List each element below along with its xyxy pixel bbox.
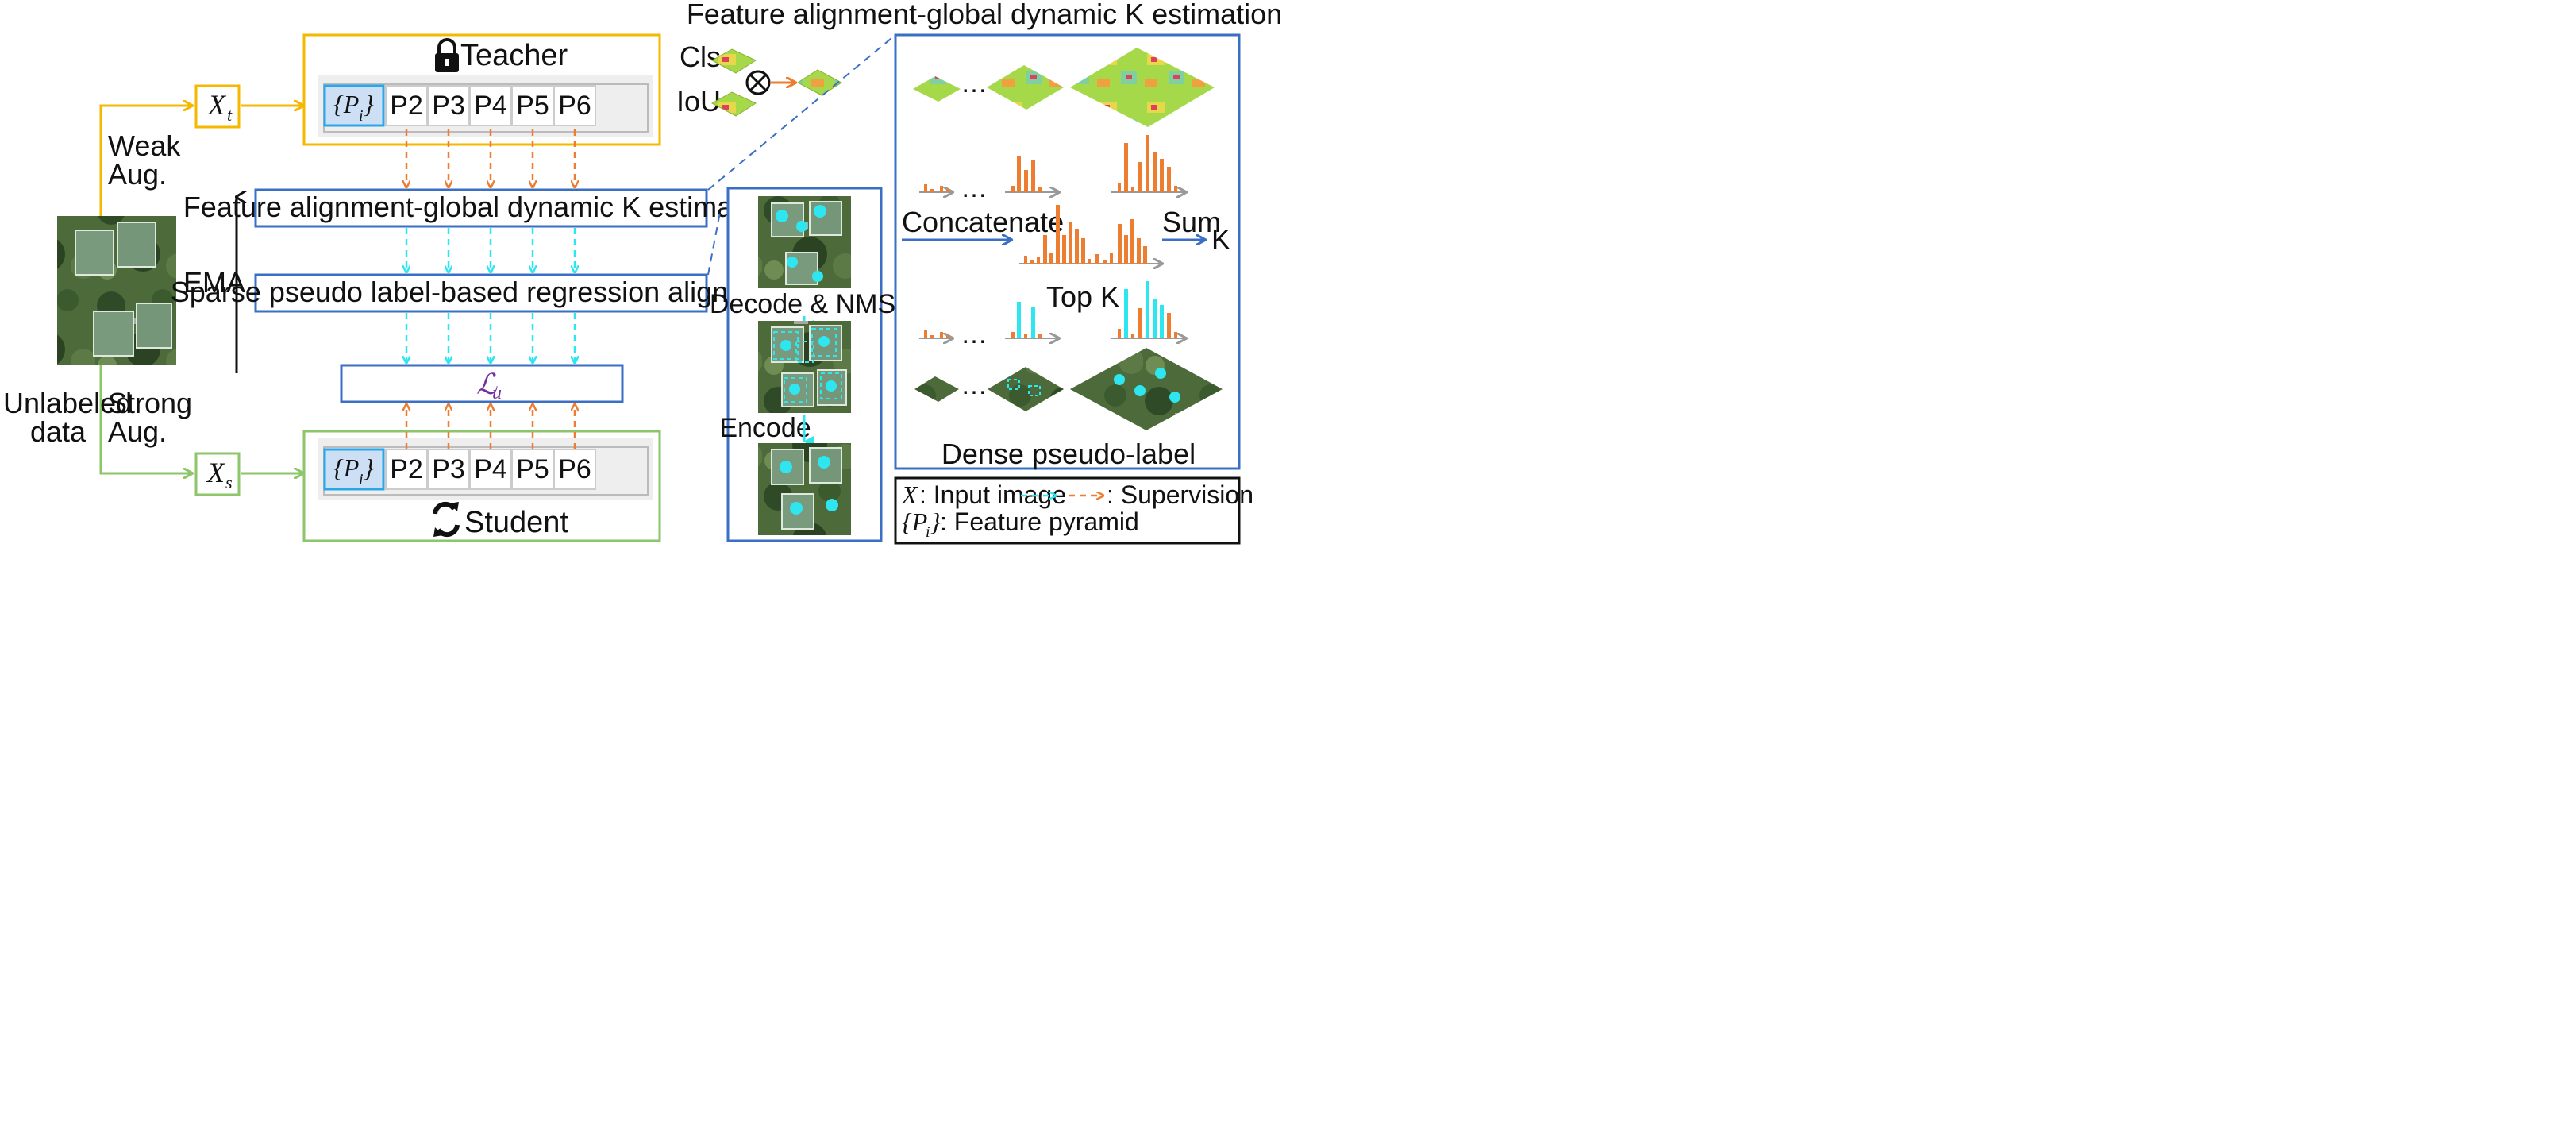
strong-aug-label-2: Aug.: [108, 415, 167, 448]
iou-label: IoU: [676, 85, 721, 118]
x-t-box: X t: [194, 84, 241, 129]
heatmap-row: …: [913, 48, 1215, 127]
svg-text:i: i: [926, 523, 930, 541]
svg-text:…: …: [961, 370, 988, 400]
fagdk-to-sprla-arrows: [406, 228, 575, 272]
teacher-label: Teacher: [460, 39, 568, 72]
ema-label: EMA: [183, 266, 245, 299]
teacher-level-p4: [469, 85, 512, 126]
unlabeled-data-label-2: data: [30, 415, 87, 448]
student-supervision-arrows: [406, 404, 575, 449]
teacher-level-p3: [427, 85, 470, 126]
fagdk-panel-title: Feature alignment-global dynamic K estim…: [687, 0, 1282, 30]
weak-aug-label-2: Aug.: [108, 158, 167, 191]
weak-aug-path: [99, 106, 303, 216]
k-label: K: [1211, 223, 1230, 256]
concatenate-label: Concatenate: [902, 206, 1064, 238]
strong-aug-label-1: Strong: [108, 387, 192, 419]
teacher-pyramid: {P i } P2 P3 P4 P5 P6: [318, 75, 653, 137]
class-score-histograms: …: [919, 135, 1186, 203]
student-p6-label: P6: [558, 454, 591, 484]
weak-aug-label-1: Weak: [108, 129, 181, 162]
strong-aug-path: [99, 365, 303, 473]
svg-text:s: s: [225, 472, 233, 492]
sprla-label: Sparse pseudo label-based regression ali…: [171, 276, 792, 308]
zoom-connector-middle: [707, 207, 722, 276]
svg-text:X: X: [206, 89, 227, 121]
teacher-level-p5: [511, 85, 554, 126]
svg-text:…: …: [961, 173, 988, 203]
unlabeled-data-label-1: Unlabeled: [3, 387, 132, 419]
concatenated-histogram: [1019, 205, 1162, 264]
legend-supervision: : Supervision: [1107, 480, 1253, 509]
teacher-level-p6: [553, 85, 596, 126]
fagdk-module: [254, 188, 708, 228]
loss-box: [340, 364, 624, 403]
zoom-connector-top: [707, 34, 896, 191]
svg-text:i: i: [359, 107, 364, 125]
legend-input-image: X : Input image: [900, 480, 1066, 509]
cls-heatmap: [710, 48, 757, 74]
teacher-p5-label: P5: [516, 91, 549, 121]
teacher-p3-label: P3: [432, 91, 465, 121]
legend-box: [894, 476, 1241, 545]
svg-text:}: }: [364, 90, 374, 118]
svg-text:…: …: [961, 319, 988, 349]
student-label: Student: [464, 506, 568, 539]
iou-heatmap: [710, 91, 757, 117]
teacher-pyramid-set: [323, 84, 385, 127]
student-level-p3: [427, 449, 470, 490]
sprla-module: [254, 273, 708, 313]
student-pyramid-set: [323, 448, 385, 491]
student-p3-label: P3: [432, 454, 465, 484]
loss-label: ℒ: [476, 368, 498, 400]
multiply-icon: [745, 70, 771, 95]
top-k-histograms: …: [919, 281, 1186, 349]
fagdk-label: Feature alignment-global dynamic K estim…: [183, 191, 779, 223]
svg-text:: Input image: : Input image: [919, 480, 1066, 509]
student-p2-label: P2: [390, 454, 423, 484]
svg-text:: Feature pyramid: : Feature pyramid: [940, 507, 1139, 536]
svg-text:}: }: [930, 507, 941, 536]
student-p5-label: P5: [516, 454, 549, 484]
svg-text:i: i: [359, 471, 364, 488]
teacher-supervision-arrows: [406, 129, 575, 187]
lock-icon: [435, 38, 459, 72]
student-level-p6: [553, 449, 596, 490]
teacher-p2-label: P2: [390, 91, 423, 121]
pseudo-label-image-1: [758, 196, 851, 288]
unlabeled-input-image: [57, 216, 176, 365]
student-level-p4: [469, 449, 512, 490]
student-pyramid: {P i } P2 P3 P4 P5 P6: [318, 438, 653, 500]
teacher-p4-label: P4: [474, 91, 507, 121]
decode-nms-label: Decode & NMS: [710, 289, 895, 319]
svg-text:{P: {P: [333, 453, 359, 482]
x-s-box: X s: [194, 452, 241, 496]
dense-pseudo-label-caption: Dense pseudo-label: [941, 438, 1196, 470]
cls-label: Cls: [680, 40, 721, 73]
sum-label: Sum: [1162, 206, 1221, 238]
fused-heatmap: [797, 69, 842, 96]
svg-text:{P: {P: [333, 90, 359, 118]
sync-icon: [433, 501, 460, 538]
svg-text:{P: {P: [902, 507, 927, 536]
svg-text:X: X: [206, 457, 226, 488]
svg-text:X: X: [900, 480, 918, 509]
loss-subscript: u: [492, 383, 502, 403]
top-k-label: Top K: [1046, 280, 1119, 313]
svg-text:…: …: [961, 68, 988, 98]
dense-pseudo-label-row: …: [914, 348, 1223, 430]
pseudo-label-image-3: [758, 443, 851, 535]
teacher-p6-label: P6: [558, 91, 591, 121]
encode-label: Encode: [719, 413, 811, 443]
legend-feature-pyramid: {P i } : Feature pyramid: [902, 507, 1139, 541]
student-p4-label: P4: [474, 454, 507, 484]
pseudo-label-image-2: [758, 321, 851, 413]
svg-text:}: }: [364, 453, 374, 482]
sprla-to-loss-arrows: [406, 313, 575, 363]
svg-text:t: t: [227, 105, 233, 125]
